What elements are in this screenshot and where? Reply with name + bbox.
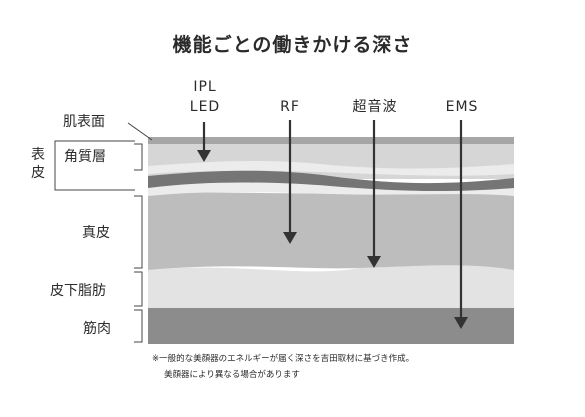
dermis-label: 真皮 [82, 225, 110, 241]
subcutaneous-label: 皮下脂肪 [50, 283, 106, 299]
skin-surface-layer [148, 137, 514, 144]
epidermis-dermis-boundary [148, 170, 514, 192]
arrow-ems [454, 120, 468, 329]
muscle-label: 筋肉 [83, 321, 111, 337]
epidermis-group-label: 表皮 [31, 147, 45, 181]
arrow-rf [283, 120, 297, 244]
epidermis-light-band [148, 160, 514, 176]
technique-ultrasound-label: 超音波 [352, 99, 398, 115]
muscle-bracket [134, 309, 143, 343]
stratum-corneum-label: 角質層 [64, 149, 106, 165]
technique-rf-label: RF [280, 99, 300, 115]
technique-ipl-led-label: IPL LED [180, 77, 230, 117]
muscle-layer [148, 308, 514, 344]
variance-note: 美顔器により異なる場合があります [164, 370, 300, 380]
arrow-ultrasound [367, 120, 381, 268]
technique-ems-label: EMS [445, 99, 479, 115]
technique-led-label: LED [189, 99, 221, 115]
skin-surface-leader-line [127, 122, 153, 141]
epidermis-group-bracket [54, 140, 135, 191]
arrow-ipl-led [197, 122, 211, 162]
dermis-layer [148, 189, 514, 270]
stratum-corneum-bracket [134, 143, 143, 171]
skin-surface-label: 肌表面 [63, 114, 105, 130]
dermis-upper-band [148, 180, 514, 196]
subcutaneous-fat-layer [148, 261, 514, 308]
technique-ipl-label: IPL [193, 79, 217, 95]
dermis-bracket [134, 195, 143, 269]
source-note: ※一般的な美顔器のエネルギーが届く深さを吉田取材に基づき作成。 [152, 354, 415, 364]
subcutaneous-bracket [134, 271, 143, 307]
diagram-title: 機能ごとの働きかける深さ [172, 34, 413, 56]
